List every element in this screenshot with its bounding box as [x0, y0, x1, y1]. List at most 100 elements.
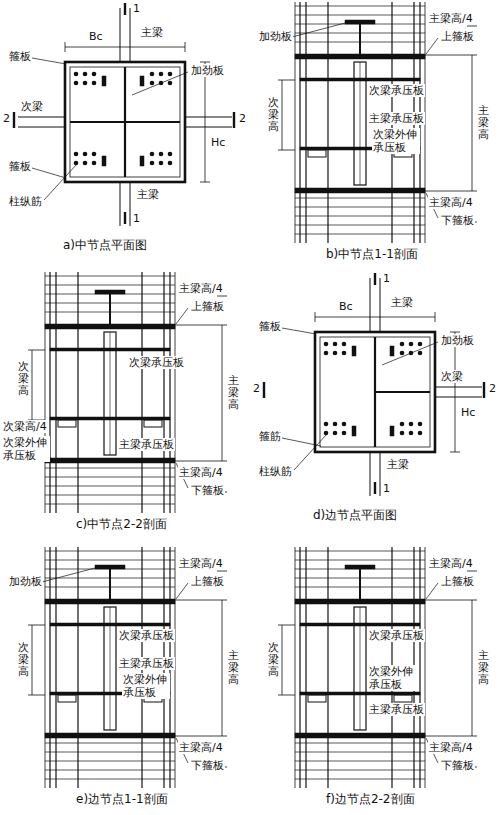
part-label: 1 [132, 2, 141, 15]
part-label: 主梁高/4 [428, 557, 474, 570]
extension-line [28, 350, 45, 351]
extension-line [278, 695, 295, 696]
part-label: 主梁承压板 [368, 703, 425, 716]
part-label: 次梁外伸承压板 [368, 665, 416, 691]
main-beam [120, 8, 121, 62]
main-bearing-plate [110, 607, 111, 730]
part-label: Bc [338, 300, 354, 313]
stiffener-plate [375, 391, 430, 393]
tie [295, 207, 425, 208]
part-label: 下箍板 [440, 214, 475, 227]
main-beam [130, 182, 131, 226]
tie [45, 486, 175, 487]
tie [45, 504, 175, 505]
secondary-beam [18, 117, 65, 118]
tie [45, 285, 175, 286]
extension-bearing-plate [58, 420, 76, 427]
extension-line [175, 600, 227, 601]
figure-caption: c)中节点2-2剖面 [75, 517, 168, 531]
dimension-line [205, 62, 206, 182]
column-rebar [333, 342, 338, 347]
extension-line [425, 55, 477, 56]
tie [45, 551, 175, 552]
column-rebar [150, 72, 155, 77]
bearing-plate [102, 156, 106, 166]
stiffener-plate [359, 569, 361, 599]
lower-hoop-plate [45, 458, 175, 463]
column-rebar [342, 431, 347, 436]
part-label: 次梁高 [17, 641, 30, 679]
lower-hoop-plate [45, 733, 175, 738]
tie [45, 743, 175, 744]
part-label: 主梁 [140, 26, 164, 39]
tie [45, 495, 175, 496]
column-rebar [83, 152, 88, 157]
part-label: 加劲板 [8, 575, 43, 588]
tie [45, 468, 175, 469]
tie [295, 551, 425, 552]
part-label: 主梁高 [227, 374, 240, 412]
section-mark [233, 112, 235, 128]
tie [295, 216, 425, 217]
dimension-line [222, 325, 223, 461]
tie [295, 225, 425, 226]
tie [295, 15, 425, 16]
part-label: Bc [88, 30, 104, 43]
extension-bearing-plate [144, 420, 162, 427]
dimension-line [222, 600, 223, 736]
figure-caption: e)边节点1-1剖面 [75, 792, 169, 806]
tie [45, 779, 175, 780]
section-mark [483, 382, 485, 398]
column-rebar [168, 161, 173, 166]
stiffener-plate [95, 565, 125, 569]
secondary-beam [435, 387, 482, 388]
dimension-tick [185, 42, 186, 52]
extension-bearing-plate [394, 695, 412, 702]
leader-line [176, 583, 188, 599]
dimension-line [472, 55, 473, 191]
tie [295, 234, 425, 235]
main-beam [370, 452, 371, 496]
part-label: 主梁高/4 [428, 741, 474, 754]
extension-line [28, 625, 45, 626]
column-rebar [418, 422, 423, 427]
main-beam [380, 278, 381, 332]
part-label: 次梁外伸承压板 [122, 673, 170, 699]
dimension-tick [315, 312, 316, 322]
leader-line [42, 568, 95, 582]
part-label: 1 [132, 212, 141, 225]
column-rebar [400, 351, 405, 356]
column-rebar [150, 161, 155, 166]
bearing-plate [140, 156, 144, 166]
column-rebar [400, 342, 405, 347]
secondary-beam [185, 127, 232, 128]
tie [295, 761, 425, 762]
leader-line [294, 434, 327, 470]
column-rebar [92, 72, 97, 77]
part-label: 上箍板 [190, 300, 225, 313]
section-mark [124, 3, 126, 15]
extension-line [425, 736, 477, 737]
part-label: 2 [2, 112, 11, 125]
upper-hoop-plate [45, 599, 175, 604]
part-label: 次梁外伸承压板 [2, 436, 50, 462]
column-rebar [159, 72, 164, 77]
column-rebar [83, 81, 88, 86]
part-label: 主梁高 [477, 649, 490, 687]
dimension-line [32, 625, 33, 695]
tie [45, 770, 175, 771]
column-rebar [92, 161, 97, 166]
part-label: 次梁 [20, 100, 44, 113]
main-bearing-plate [104, 607, 116, 730]
section-mark [374, 482, 376, 494]
part-label: 下箍板 [190, 484, 225, 497]
stiffener-plate [345, 20, 375, 24]
main-bearing-plate [360, 607, 361, 730]
figure-caption: a)中节点平面图 [62, 238, 148, 252]
tie [295, 560, 425, 561]
dimension-tick [217, 571, 227, 572]
section-mark [374, 273, 376, 285]
part-label: 1 [382, 482, 391, 495]
